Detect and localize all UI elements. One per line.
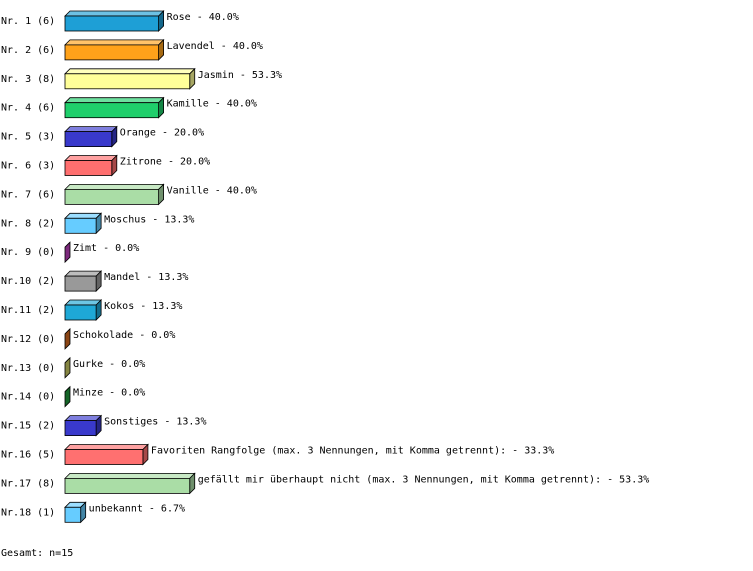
bar-front-face xyxy=(64,420,97,437)
row-label: Nr. 5 (3) xyxy=(1,132,55,143)
bar-top-face xyxy=(64,472,196,479)
bar-value-label: Mandel - 13.3% xyxy=(104,272,188,283)
row-label: Nr.10 (2) xyxy=(1,276,55,287)
bar xyxy=(64,38,165,61)
bar-value-label: Gurke - 0.0% xyxy=(73,359,145,370)
bar-value-label: Zitrone - 20.0% xyxy=(120,157,210,168)
bar-top-face xyxy=(64,39,165,46)
bar xyxy=(64,356,71,379)
row-label: Nr. 6 (3) xyxy=(1,161,55,172)
bar-top-face xyxy=(64,444,149,450)
bar-front-face xyxy=(64,477,191,494)
bar-value-label: Vanille - 40.0% xyxy=(167,185,257,196)
bar-front-face xyxy=(64,275,97,292)
bar-front-face xyxy=(64,44,159,61)
bar-front-face xyxy=(64,15,159,32)
row-label: Nr. 1 (6) xyxy=(1,16,55,27)
bar-top-face xyxy=(64,183,165,190)
bar xyxy=(64,10,165,32)
bar-value-label: Kamille - 40.0% xyxy=(167,99,257,110)
bar xyxy=(64,67,196,90)
bar-front-face xyxy=(64,160,113,176)
row-label: Nr. 2 (6) xyxy=(1,45,55,56)
bar-front-face xyxy=(64,131,113,148)
bar-value-label: Rose - 40.0% xyxy=(167,12,239,23)
bar-top-face xyxy=(64,126,118,133)
bar-top-face xyxy=(64,415,103,422)
row-label: Nr. 3 (8) xyxy=(1,74,55,85)
bar xyxy=(64,472,196,495)
bar-front-face xyxy=(64,73,191,90)
horizontal-bar-chart: Nr. 1 (6) Rose - 40.0% Nr. 2 (6) Lavendel -… xyxy=(1,10,650,524)
bar-value-label: Lavendel - 40.0% xyxy=(167,41,263,52)
bar xyxy=(64,385,71,408)
bar-value-label: Minze - 0.0% xyxy=(73,388,145,399)
bar-top-face xyxy=(64,97,165,104)
bar-value-label: gefällt mir überhaupt nicht (max. 3 Nenn… xyxy=(198,474,650,485)
bar-top-face xyxy=(64,212,103,219)
row-label: Nr.11 (2) xyxy=(1,305,55,316)
row-label: Nr.17 (8) xyxy=(1,478,55,489)
bar xyxy=(64,501,87,524)
bar-value-label: Kokos - 13.3% xyxy=(104,301,182,312)
row-label: Nr.14 (0) xyxy=(1,392,55,403)
bar-value-label: Sonstiges - 13.3% xyxy=(104,417,206,428)
bar-front-face xyxy=(64,217,97,234)
bar xyxy=(64,241,71,264)
bar xyxy=(64,212,103,235)
bar xyxy=(64,183,165,206)
bar-top-face xyxy=(64,68,196,75)
bar-front-face xyxy=(64,506,82,523)
bar-top-face xyxy=(64,155,118,161)
bar xyxy=(64,154,118,177)
bar-value-label: Zimt - 0.0% xyxy=(73,243,139,254)
bar-side-face xyxy=(64,356,71,379)
row-label: Nr.12 (0) xyxy=(1,334,55,345)
bar-top-face xyxy=(64,270,103,277)
row-label: Nr.13 (0) xyxy=(1,363,55,374)
bar-value-label: Moschus - 13.3% xyxy=(104,214,194,225)
row-label: Nr. 4 (6) xyxy=(1,103,55,114)
bar-value-label: Orange - 20.0% xyxy=(120,128,204,139)
bar-value-label: Jasmin - 53.3% xyxy=(198,70,282,81)
bar-value-label: Favoriten Rangfolge (max. 3 Nennungen, m… xyxy=(151,446,554,457)
bar-top-face xyxy=(64,10,165,17)
bar xyxy=(64,443,149,466)
bar-front-face xyxy=(64,449,144,465)
bar-front-face xyxy=(64,188,159,205)
row-label: Nr.15 (2) xyxy=(1,421,55,432)
bar-front-face xyxy=(64,304,97,321)
chart-footer: Gesamt: n=15 xyxy=(1,548,74,559)
bar xyxy=(64,414,103,437)
bar xyxy=(64,96,165,119)
row-label: Nr. 9 (0) xyxy=(1,247,55,258)
bar-value-label: unbekannt - 6.7% xyxy=(89,503,185,514)
row-label: Nr.18 (1) xyxy=(1,507,55,518)
bar-top-face xyxy=(64,299,103,306)
row-label: Nr.16 (5) xyxy=(1,450,55,461)
row-label: Nr. 8 (2) xyxy=(1,218,55,229)
bar xyxy=(64,270,103,293)
bar-side-face xyxy=(64,327,71,350)
bar-value-label: Schokolade - 0.0% xyxy=(73,330,175,341)
row-label: Nr. 7 (6) xyxy=(1,189,55,200)
bar xyxy=(64,125,118,148)
bar xyxy=(64,327,71,350)
bar-side-face xyxy=(64,241,71,264)
bar xyxy=(64,299,103,321)
bar-front-face xyxy=(64,102,159,119)
bar-side-face xyxy=(64,385,71,408)
